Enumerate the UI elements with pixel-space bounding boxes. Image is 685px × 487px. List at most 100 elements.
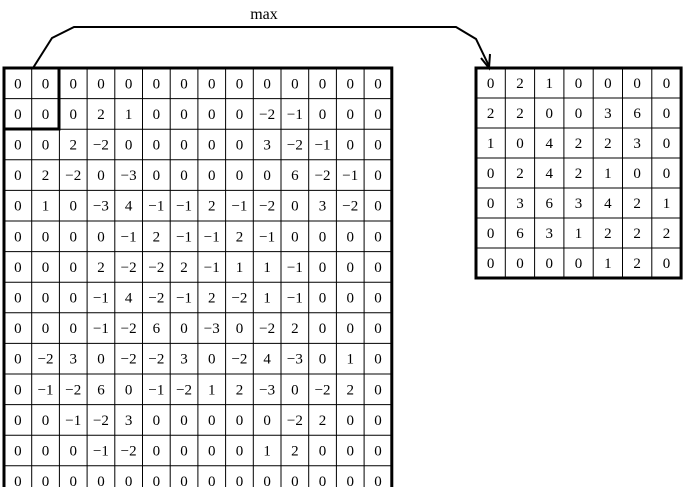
- input-cell: 0: [347, 474, 355, 487]
- input-cell: −3: [259, 382, 275, 398]
- input-cell: 0: [153, 474, 161, 487]
- output-cell: 2: [633, 226, 641, 242]
- input-cell: 0: [180, 168, 188, 184]
- output-cell: 0: [487, 256, 495, 272]
- output-border: [474, 66, 683, 280]
- input-cell: 3: [263, 138, 271, 154]
- output-cell: 0: [575, 256, 583, 272]
- input-cell: −2: [148, 260, 164, 276]
- input-cell: 0: [374, 382, 382, 398]
- output-cell: 1: [575, 226, 583, 242]
- input-cell: −1: [176, 291, 192, 307]
- input-cell: 0: [319, 260, 327, 276]
- input-cell: 0: [97, 168, 105, 184]
- output-cell: 0: [546, 256, 554, 272]
- input-cell: 2: [236, 382, 244, 398]
- output-cell: 4: [546, 166, 554, 182]
- output-cell: 2: [487, 106, 495, 122]
- output-cell: 3: [604, 106, 612, 122]
- input-cell: 0: [70, 229, 78, 245]
- input-cell: 0: [97, 229, 105, 245]
- input-cell: 0: [208, 168, 216, 184]
- input-cell: 0: [70, 260, 78, 276]
- input-cell: 0: [153, 138, 161, 154]
- input-cell: 0: [374, 321, 382, 337]
- input-cell: 0: [42, 413, 50, 429]
- input-cell: 0: [374, 474, 382, 487]
- input-cell: 0: [14, 76, 22, 92]
- output-cell: 3: [516, 196, 524, 212]
- input-cell: 0: [374, 107, 382, 123]
- input-cell: −1: [148, 382, 164, 398]
- input-cell: 6: [291, 168, 299, 184]
- input-cell: 2: [153, 229, 161, 245]
- input-cell: 1: [236, 260, 244, 276]
- output-cell: 0: [487, 166, 495, 182]
- input-cell: −1: [148, 199, 164, 215]
- input-cell: 0: [70, 76, 78, 92]
- input-cell: −2: [231, 352, 247, 368]
- input-cell: 0: [374, 260, 382, 276]
- max-label: max: [250, 6, 278, 23]
- input-cell: 0: [291, 199, 299, 215]
- input-cell: −2: [148, 291, 164, 307]
- input-cell: 0: [319, 444, 327, 460]
- output-cell: 6: [633, 106, 641, 122]
- input-cell: 0: [14, 199, 22, 215]
- input-cell: 0: [291, 474, 299, 487]
- input-cell: −2: [259, 107, 275, 123]
- output-cell: 0: [663, 136, 671, 152]
- input-cell: 1: [347, 352, 355, 368]
- input-cell: −3: [93, 199, 109, 215]
- input-cell: 0: [97, 474, 105, 487]
- input-cell: 0: [153, 168, 161, 184]
- output-cell: 0: [575, 106, 583, 122]
- input-cell: −3: [287, 352, 303, 368]
- input-cell: −1: [287, 260, 303, 276]
- output-cell: 2: [633, 256, 641, 272]
- output-cell: 0: [487, 76, 495, 92]
- output-cell: 2: [604, 226, 612, 242]
- input-cell: 0: [263, 474, 271, 487]
- input-cell: −1: [38, 382, 54, 398]
- input-cell: 0: [319, 107, 327, 123]
- input-cell: 6: [153, 321, 161, 337]
- input-cell: −2: [176, 382, 192, 398]
- input-cell: 0: [14, 168, 22, 184]
- input-cell: 0: [236, 444, 244, 460]
- input-cell: 0: [14, 352, 22, 368]
- input-cell: −3: [204, 321, 220, 337]
- input-cell: −1: [287, 107, 303, 123]
- input-cell: −2: [342, 199, 358, 215]
- input-cell: −1: [93, 444, 109, 460]
- input-cell: −1: [204, 229, 220, 245]
- input-cell: 2: [291, 444, 299, 460]
- input-cell: 0: [14, 229, 22, 245]
- input-cell: 0: [14, 138, 22, 154]
- output-cell: 0: [633, 76, 641, 92]
- input-cell: 0: [236, 168, 244, 184]
- input-cell: 0: [208, 444, 216, 460]
- output-cell: 1: [604, 256, 612, 272]
- output-cell: 1: [487, 136, 495, 152]
- output-cell: 2: [516, 76, 524, 92]
- input-cell: −2: [259, 199, 275, 215]
- input-cell: 0: [42, 291, 50, 307]
- input-cell: 0: [180, 321, 188, 337]
- input-cell: −2: [315, 168, 331, 184]
- output-cell: 4: [546, 136, 554, 152]
- output-cell: 0: [516, 136, 524, 152]
- output-cell: 0: [663, 166, 671, 182]
- output-cell: 1: [604, 166, 612, 182]
- input-cell: 2: [42, 168, 50, 184]
- input-cell: −1: [176, 229, 192, 245]
- input-cell: 3: [125, 413, 133, 429]
- input-cell: 0: [125, 138, 133, 154]
- input-cell: 0: [14, 321, 22, 337]
- input-cell: 0: [374, 76, 382, 92]
- input-cell: 1: [208, 382, 216, 398]
- input-cell: 0: [208, 138, 216, 154]
- input-cell: 2: [70, 138, 78, 154]
- input-cell: −1: [176, 199, 192, 215]
